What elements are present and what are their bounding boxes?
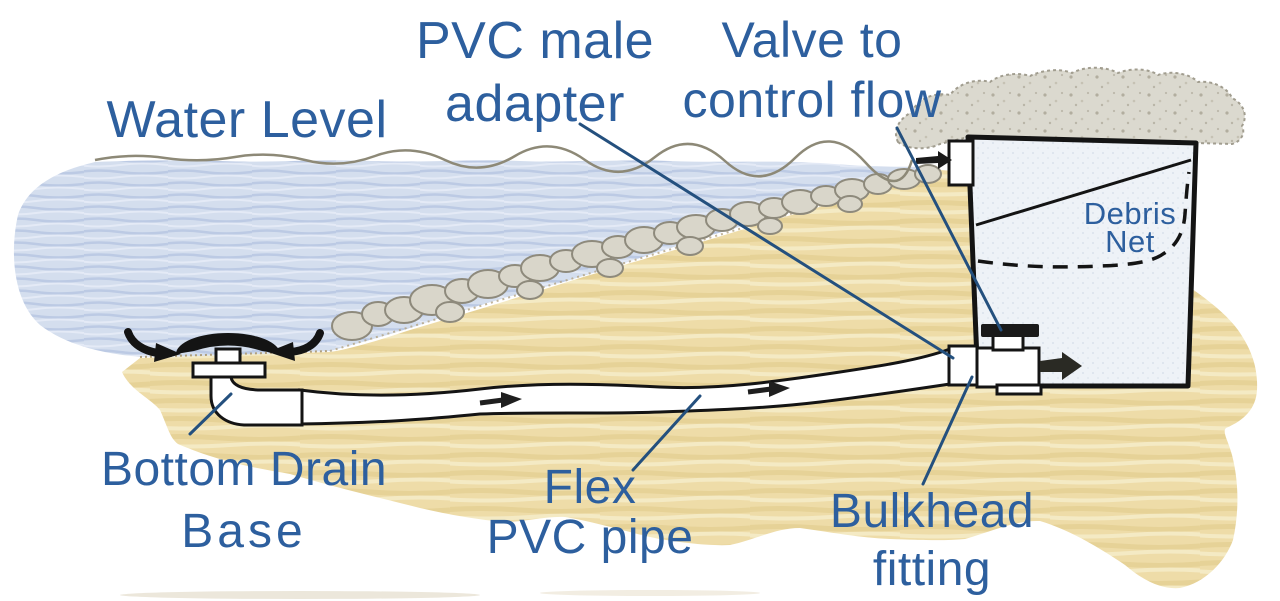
sand-streak	[540, 590, 760, 596]
pipe-flow-arrow	[747, 381, 790, 397]
tank-flow-arrow	[1040, 352, 1082, 380]
leader-bottom-drain	[188, 392, 233, 436]
suction-arrow-right	[268, 329, 324, 361]
valve-label: Valve to control flow	[682, 12, 942, 128]
flex-pvc-pipe-label: Flex PVC pipe	[486, 461, 694, 564]
pond-water	[13, 160, 936, 357]
leader-valve	[895, 126, 1003, 332]
leader-bulkhead	[921, 375, 974, 486]
settling-tank	[965, 134, 1199, 389]
bank-slope-line	[329, 169, 941, 352]
bulkhead-fitting-label: Bulkhead fitting	[829, 485, 1035, 596]
bottom-drain-dome	[176, 333, 280, 354]
water-surface-line	[94, 140, 914, 183]
bottom-drain-base-label: Bottom Drain Base	[100, 443, 388, 558]
sand-streak	[120, 591, 480, 599]
bottom-drain-plate	[191, 361, 267, 379]
pvc-male-adapter-coupling	[947, 344, 979, 387]
water-level-text: Water Level	[106, 91, 388, 149]
debris-net-label: Debris Net	[1083, 196, 1177, 259]
suction-arrow-left	[124, 328, 181, 362]
valve-foot	[995, 383, 1043, 396]
valve-handle	[981, 324, 1039, 337]
pipe-flow-arrow	[479, 392, 522, 408]
overflow-arrow	[916, 151, 952, 169]
valve-body	[975, 346, 1041, 389]
pvc-male-adapter-label: PVC male adapter	[415, 12, 655, 133]
valve-stem	[991, 333, 1025, 352]
leader-lines	[188, 122, 1003, 486]
debris-net-dashed-outline	[977, 171, 1191, 269]
debris-net-rim-line	[975, 158, 1192, 227]
leader-pvc-male-adapter	[578, 122, 955, 360]
water-level-label: Water Level	[106, 94, 387, 146]
tank-overflow-fitting	[947, 139, 975, 187]
gravel-pile	[894, 66, 1246, 150]
leader-flex-pipe	[631, 394, 702, 472]
